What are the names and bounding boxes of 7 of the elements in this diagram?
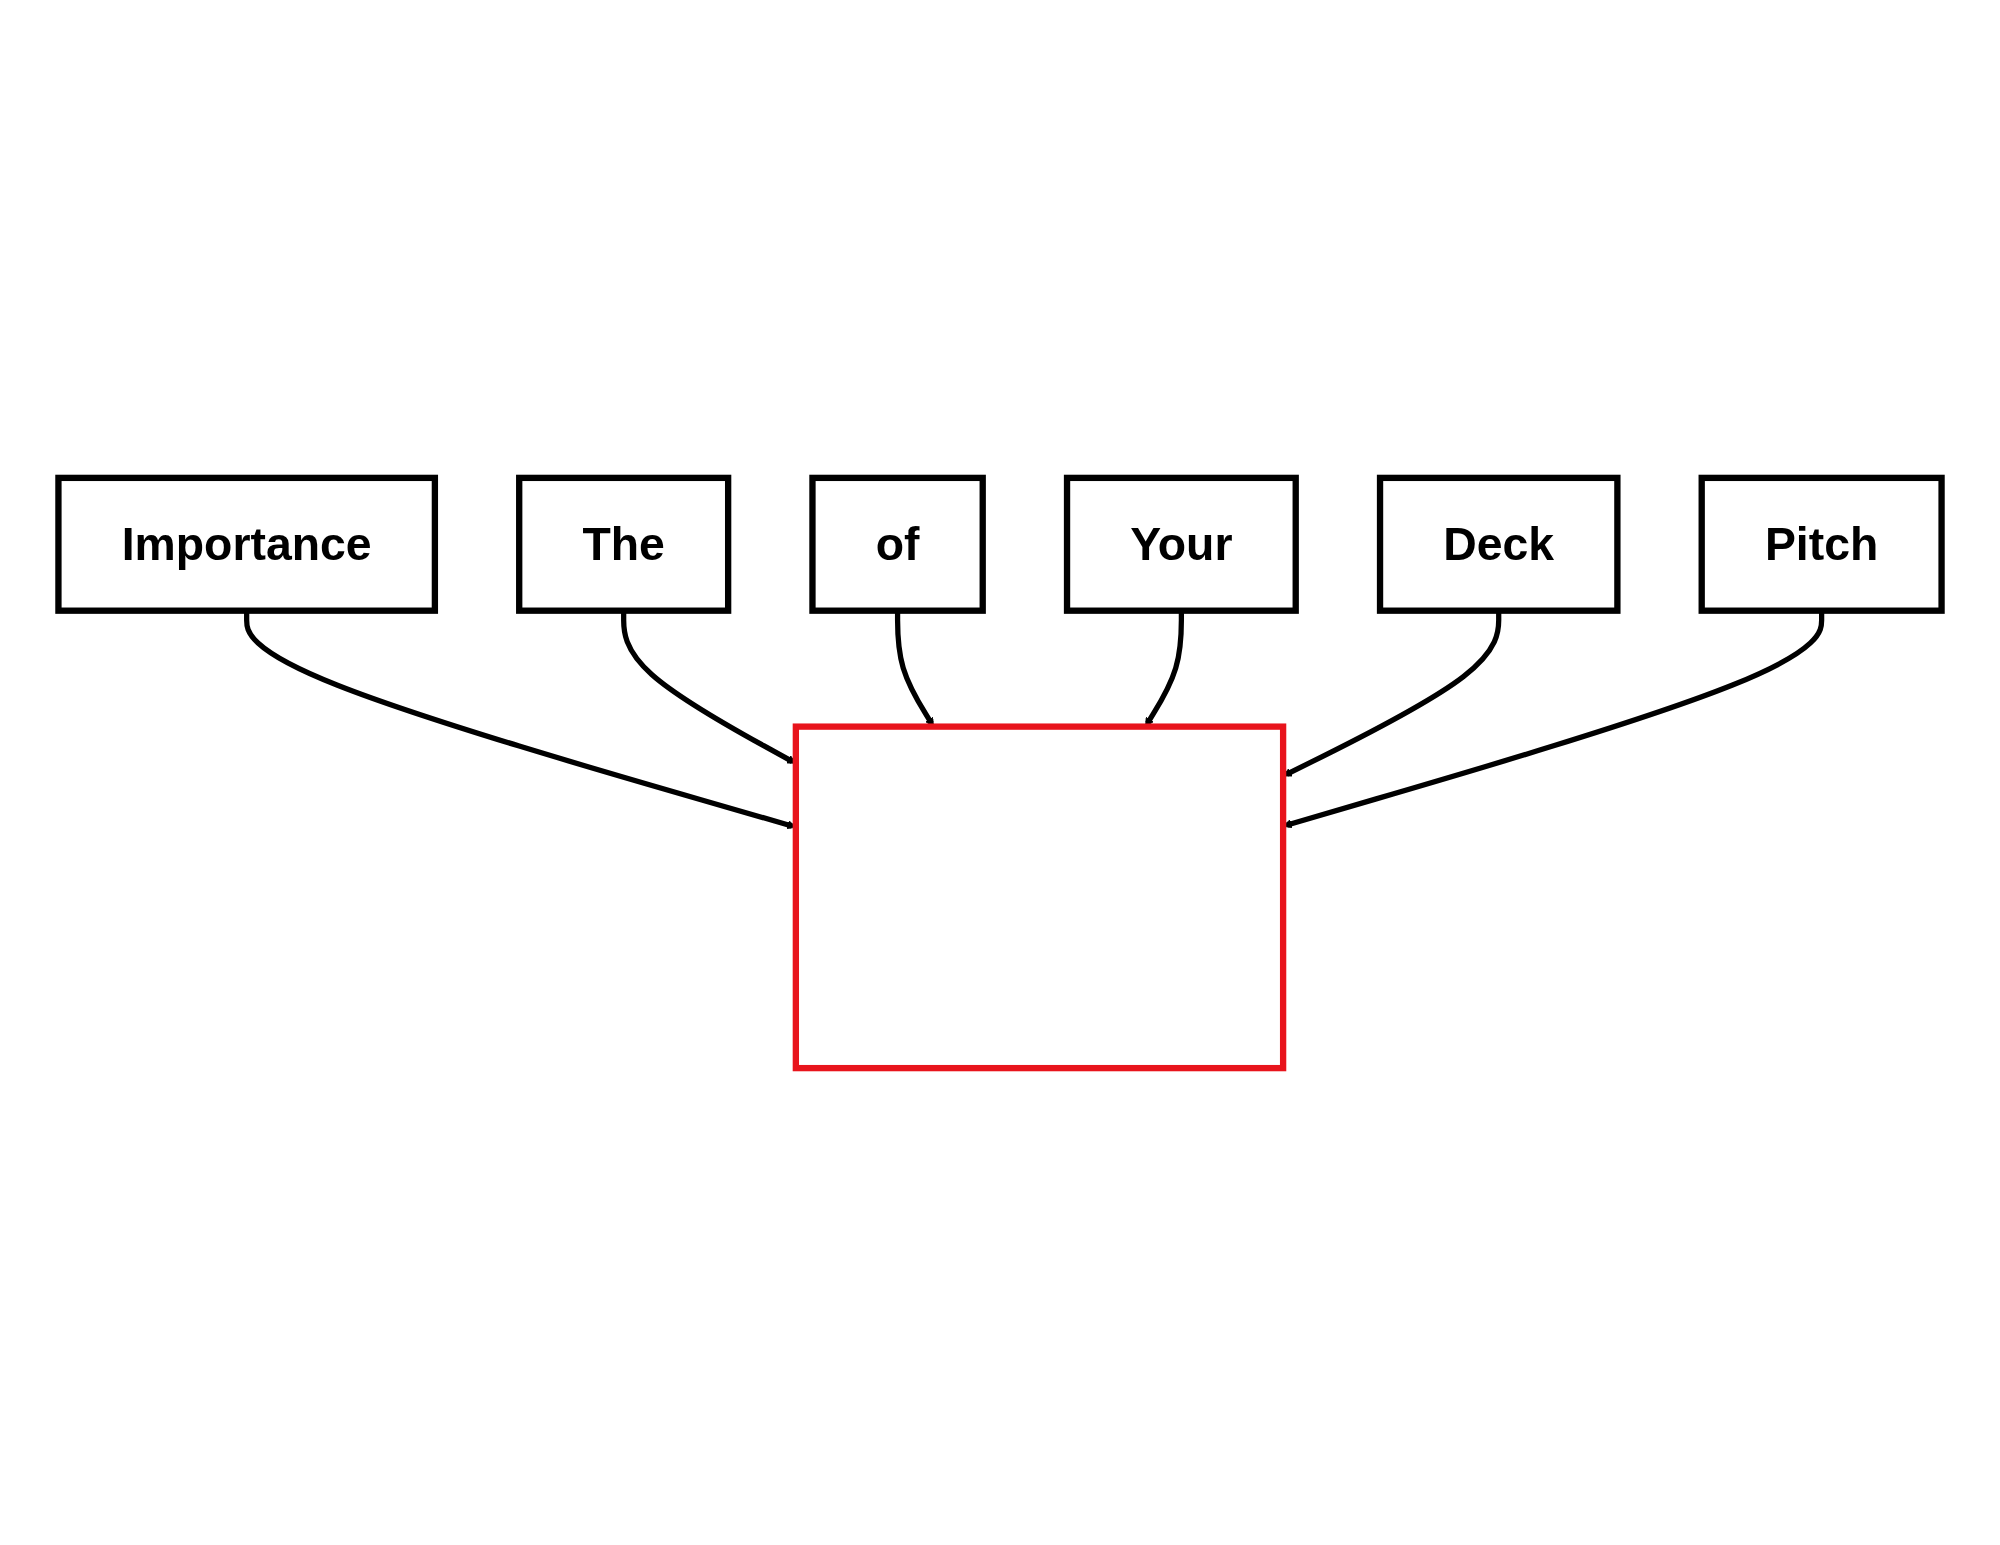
node-box: of [809,474,986,614]
node-box: Importance [55,474,439,614]
node-box [792,722,1287,1071]
node-box: Deck [1376,474,1621,614]
node-box: Your [1063,474,1299,614]
node-box: Pitch [1698,474,1945,614]
node-box: The [516,474,732,614]
